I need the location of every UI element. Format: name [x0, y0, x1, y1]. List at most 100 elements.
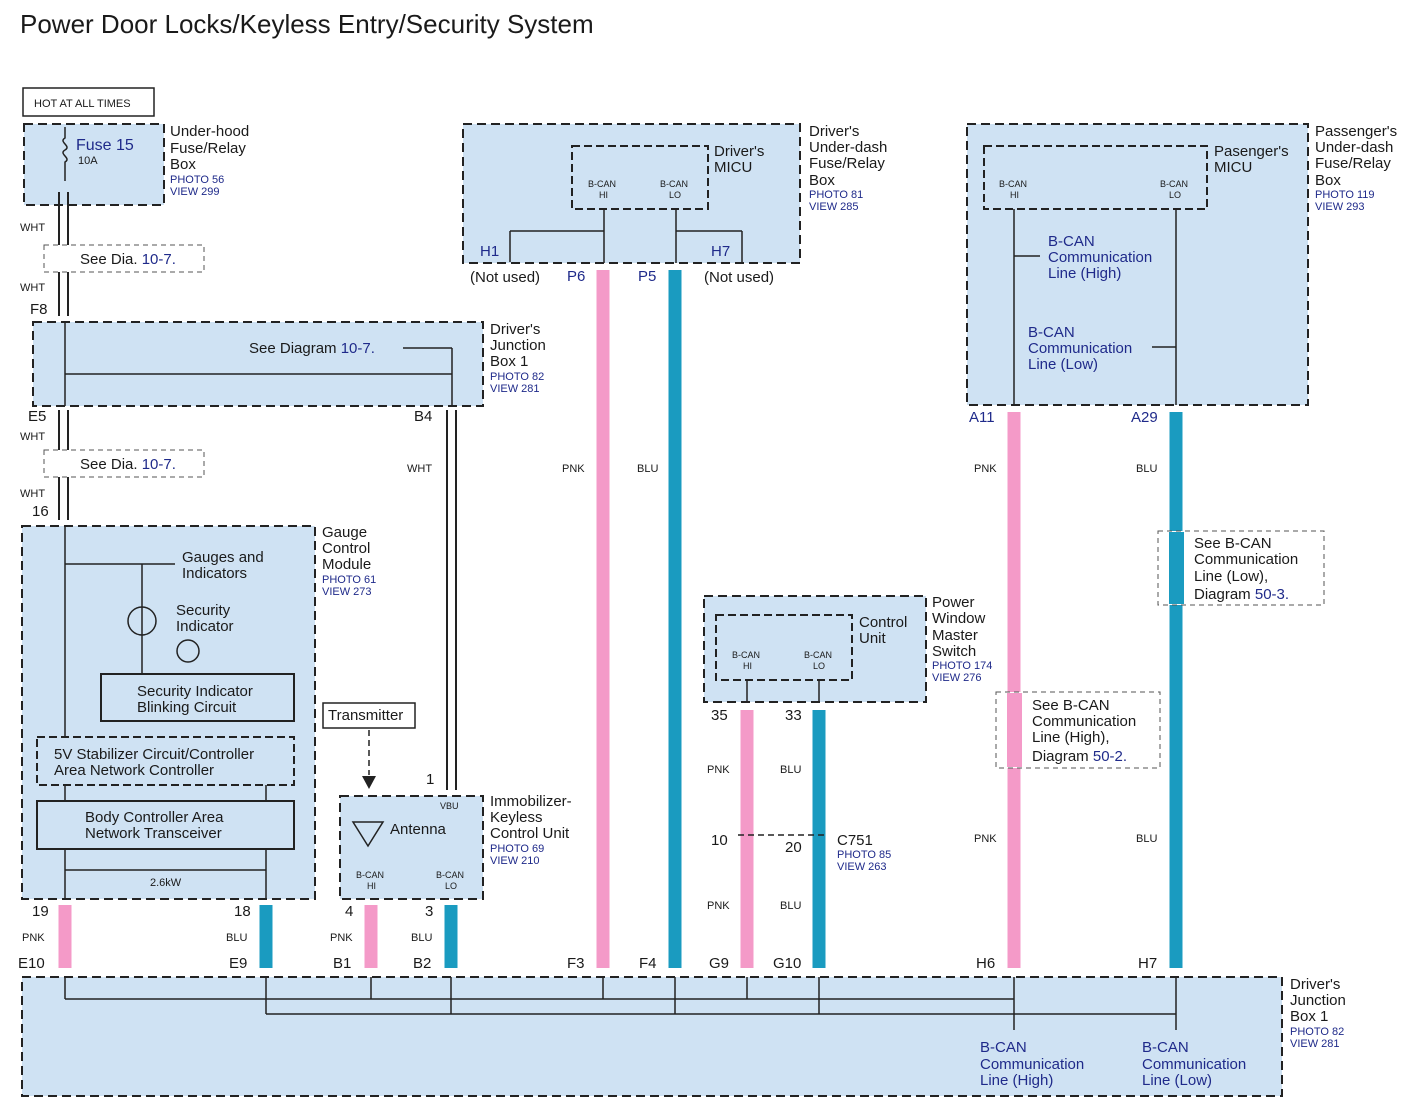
djb-bottom-view: VIEW 281 — [1290, 1038, 1340, 1050]
underhood-name3: Box — [170, 156, 196, 173]
djb-bottom-box — [21, 976, 1283, 1097]
pass-bcan-high-2: Communication — [1048, 249, 1152, 266]
djb-bottom-photo: PHOTO 82 — [1290, 1026, 1344, 1038]
pwms-photo: PHOTO 174 — [932, 660, 992, 672]
see-bcan-high-2: Communication — [1032, 713, 1136, 730]
see-bcan-high-box — [995, 691, 1161, 769]
pass-udash-name4: Box — [1315, 172, 1341, 189]
pin-F4: F4 — [639, 955, 657, 972]
immob-name3: Control Unit — [490, 825, 570, 842]
pwms-name3: Master — [932, 627, 978, 644]
pin-16: 16 — [32, 503, 49, 520]
dmicu-bcan-hi-1: B-CAN — [588, 179, 616, 189]
pwms-name4: Switch — [932, 643, 976, 660]
hot-label: HOT AT ALL TIMES — [34, 98, 131, 110]
gauges-label1: Gauges and — [182, 549, 264, 566]
pwms-view: VIEW 276 — [932, 672, 982, 684]
pin-35: 35 — [711, 707, 728, 724]
pass-bcan-high-1: B-CAN — [1048, 233, 1095, 250]
antenna-icon — [351, 821, 385, 848]
pass-bcan-low-1: B-CAN — [1028, 324, 1075, 341]
pin-A11: A11 — [969, 409, 995, 426]
wire-color-pnk-35: PNK — [707, 764, 730, 776]
immob-bcan-lo-2: LO — [445, 881, 457, 891]
wire-color-wht-4: WHT — [20, 488, 45, 500]
see-bcan-high-1: See B-CAN — [1032, 697, 1110, 714]
driver-micu-box — [571, 145, 709, 210]
h7-not-used: (Not used) — [704, 269, 774, 286]
pmicu-bcan-lo-2: LO — [1169, 190, 1181, 200]
passenger-micu2: MICU — [1214, 159, 1252, 176]
djb-bcan-low-3: Line (Low) — [1142, 1072, 1212, 1089]
djb-bottom-name3: Box 1 — [1290, 1008, 1328, 1025]
pass-udash-name3: Fuse/Relay — [1315, 155, 1391, 172]
see-bcan-low-3: Line (Low), — [1194, 568, 1268, 585]
pmicu-bcan-lo-1: B-CAN — [1160, 179, 1188, 189]
driver-udash-view: VIEW 285 — [809, 201, 859, 213]
underhood-name2: Fuse/Relay — [170, 140, 246, 157]
control-unit-box — [715, 614, 853, 681]
pin-1: 1 — [426, 771, 434, 788]
djb-top-name2: Junction — [490, 337, 546, 354]
pin-E5: E5 — [28, 408, 46, 425]
wire-color-wht-2: WHT — [20, 282, 45, 294]
wire-color-blu-3: BLU — [411, 932, 432, 944]
pass-bcan-low-2: Communication — [1028, 340, 1132, 357]
transceiver-box — [36, 800, 295, 850]
djb-top-name1: Driver's — [490, 321, 540, 338]
djb-bcan-low-1: B-CAN — [1142, 1039, 1189, 1056]
control-unit-2: Unit — [859, 630, 887, 647]
pin-4: 4 — [345, 903, 353, 920]
wire-color-pnk-p6: PNK — [562, 463, 585, 475]
see-dia-gap-1 — [56, 246, 71, 271]
driver-udash-name1: Driver's — [809, 123, 859, 140]
c751-name: C751 — [837, 832, 873, 849]
pass-bcan-high-3: Line (High) — [1048, 265, 1121, 282]
control-unit-1: Control — [859, 614, 907, 631]
driver-udash-name2: Under-dash — [809, 139, 887, 156]
transmitter-arrow-icon — [362, 776, 376, 789]
pass-udash-name1: Passenger's — [1315, 123, 1397, 140]
immob-view: VIEW 210 — [490, 855, 540, 867]
fuse-name: Fuse 15 — [76, 137, 134, 154]
fuse-rating: 10A — [78, 155, 98, 167]
gauge-view: VIEW 273 — [322, 586, 372, 598]
wire-color-wht-1: WHT — [20, 222, 45, 234]
stabilizer-label1: 5V Stabilizer Circuit/Controller — [54, 746, 254, 763]
transceiver-label1: Body Controller Area — [85, 809, 224, 826]
transmitter-box — [322, 702, 416, 729]
see-bcan-low-wire-gap — [1169, 532, 1184, 604]
see-dia-text-2: See Dia. 10-7. — [80, 456, 176, 473]
dmicu-bcan-lo-2: LO — [669, 190, 681, 200]
underhood-photo: PHOTO 56 — [170, 174, 224, 186]
see-bcan-high-3: Line (High), — [1032, 729, 1110, 746]
security-indicator-icon — [176, 639, 200, 663]
underhood-view: VIEW 299 — [170, 186, 220, 198]
vbu-label: VBU — [440, 801, 459, 811]
wire-color-blu-33: BLU — [780, 764, 801, 776]
hot-label-box — [22, 87, 155, 117]
immob-bcan-hi-2: HI — [367, 881, 376, 891]
see-bcan-low-box — [1157, 530, 1325, 606]
underhood-name1: Under-hood — [170, 123, 249, 140]
transmitter-label: Transmitter — [328, 707, 403, 724]
pmicu-bcan-hi-2: HI — [1010, 190, 1019, 200]
djb-bottom-name1: Driver's — [1290, 976, 1340, 993]
driver-underdash-box — [462, 123, 801, 264]
gauge-name2: Control — [322, 540, 370, 557]
pin-P6: P6 — [567, 268, 585, 285]
pin-G10: G10 — [773, 955, 801, 972]
pass-udash-photo: PHOTO 119 — [1315, 189, 1375, 201]
pin-A29: A29 — [1131, 409, 1158, 426]
dmicu-bcan-hi-2: HI — [599, 190, 608, 200]
djb-top-view: VIEW 281 — [490, 383, 540, 395]
underhood-box — [23, 123, 165, 206]
pin-B1: B1 — [333, 955, 351, 972]
djb-bcan-low-2: Communication — [1142, 1056, 1246, 1073]
stabilizer-label2: Area Network Controller — [54, 762, 214, 779]
pin-B2: B2 — [413, 955, 431, 972]
pin-P5: P5 — [638, 268, 656, 285]
wire-color-pnk-10: PNK — [707, 900, 730, 912]
pin-H6: H6 — [976, 955, 995, 972]
